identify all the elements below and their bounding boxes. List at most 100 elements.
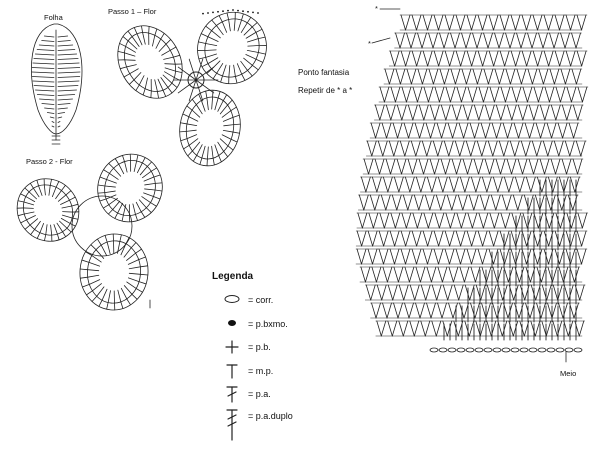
stitch-v-right [433, 69, 438, 84]
chain-stitch [565, 348, 573, 352]
stitch-v-right [482, 141, 487, 156]
stitch-v-left [562, 105, 567, 120]
stitch-v-right [397, 195, 402, 210]
stitch-v-left [407, 69, 412, 84]
petal-stitch [127, 62, 137, 69]
petal-stitch [136, 155, 139, 161]
stitch-v-left [478, 51, 483, 66]
petal-stitch [100, 177, 107, 179]
stitch-v-left [517, 69, 522, 84]
stitch-v-left [533, 51, 538, 66]
leaf-stitch [58, 81, 79, 82]
petal-stitch [67, 228, 71, 233]
stitch-v-left [440, 33, 445, 48]
petal-stitch [155, 181, 162, 186]
stitch-v-right [442, 123, 447, 138]
petal-stitch [191, 99, 197, 104]
stitch-v-right [413, 159, 418, 174]
stitch-v-right [450, 51, 455, 66]
petal-stitch [49, 235, 55, 241]
leaf-stitch [47, 113, 54, 114]
stitch-v-left [438, 267, 443, 282]
stitch-v-left [551, 159, 556, 174]
stitch-v-left [423, 231, 428, 246]
petal-inner-row [182, 93, 239, 162]
stitch-v-right [488, 33, 493, 48]
stitch-v-right [446, 105, 451, 120]
stitch-v-right [391, 105, 396, 120]
stitch-v-left [570, 267, 575, 282]
stitch-v-left [575, 321, 580, 336]
petal-stitch [128, 278, 139, 282]
stitch-v-left [535, 195, 540, 210]
petal-stitch [193, 155, 196, 162]
petal-stitch [121, 215, 124, 221]
stitch-v-left [510, 141, 515, 156]
stitch-v-left [470, 123, 475, 138]
stitch-v-left [378, 141, 383, 156]
petal-stitch [18, 212, 24, 218]
stitch-v-left [447, 195, 452, 210]
stitch-v-left [545, 213, 550, 228]
stitch-v-right [576, 69, 581, 84]
stitch-v-right [398, 303, 403, 318]
stitch-v-left [495, 33, 500, 48]
petal-stitch [148, 91, 154, 98]
stitch-v-left [578, 213, 583, 228]
stitch-v-left [502, 195, 507, 210]
stitch-v-left [443, 321, 448, 336]
stitch-v-right [534, 159, 539, 174]
stitch-v-right [382, 285, 387, 300]
leaf-stitch [34, 86, 54, 87]
stitch-v-right [505, 15, 510, 30]
chain-stitch [538, 348, 546, 352]
petal-stitch [146, 26, 152, 33]
petal-stitch [233, 114, 239, 118]
stitch-v-right [543, 69, 548, 84]
stitch-v-right [380, 159, 385, 174]
petal-stitch [210, 31, 221, 38]
petal-stitch [99, 300, 102, 307]
petal-stitch [223, 130, 233, 132]
stitch-v-right [494, 87, 499, 102]
chain-stitch [574, 348, 582, 352]
petal-stitch [231, 19, 239, 30]
stitch-v-right [579, 321, 584, 336]
flower1-edge-dot [222, 10, 224, 12]
stitch-v-right [416, 141, 421, 156]
stitch-v-left [413, 87, 418, 102]
petal-stitch [115, 213, 118, 219]
petal-stitch [248, 41, 259, 50]
stitch-v-right [420, 267, 425, 282]
stitch-v-left [482, 177, 487, 192]
stitch-v-right [538, 213, 543, 228]
stitch-v-left [429, 69, 434, 84]
petal-stitch [174, 76, 180, 83]
stitch-v-right [549, 51, 554, 66]
stitch-v-left [377, 285, 382, 300]
stitch-v-left [401, 249, 406, 264]
petal-stitch [30, 229, 36, 234]
stitch-v-left [430, 105, 435, 120]
petal-stitch [82, 284, 89, 288]
stitch-v-right [431, 303, 436, 318]
stitch-v-right [496, 195, 501, 210]
petal-stitch [142, 157, 145, 163]
petal-stitch [233, 12, 238, 19]
stitch-v-left [412, 15, 417, 30]
flower-step2-title: Passo 2 - Flor [26, 157, 73, 166]
petal-stitch [123, 35, 128, 42]
petal-stitch [105, 188, 116, 196]
petal-stitch [114, 303, 115, 310]
petal-stitch [41, 179, 47, 185]
stitch-v-right [428, 87, 433, 102]
stitch-v-right [395, 51, 400, 66]
stitch-v-right [487, 177, 492, 192]
stitch-v-left [383, 267, 388, 282]
stitch-v-left [471, 267, 476, 282]
stitch-v-right [494, 231, 499, 246]
stitch-v-right [406, 51, 411, 66]
stitch-v-left [546, 195, 551, 210]
stitch-v-right [570, 141, 575, 156]
petal-stitch [27, 214, 36, 222]
